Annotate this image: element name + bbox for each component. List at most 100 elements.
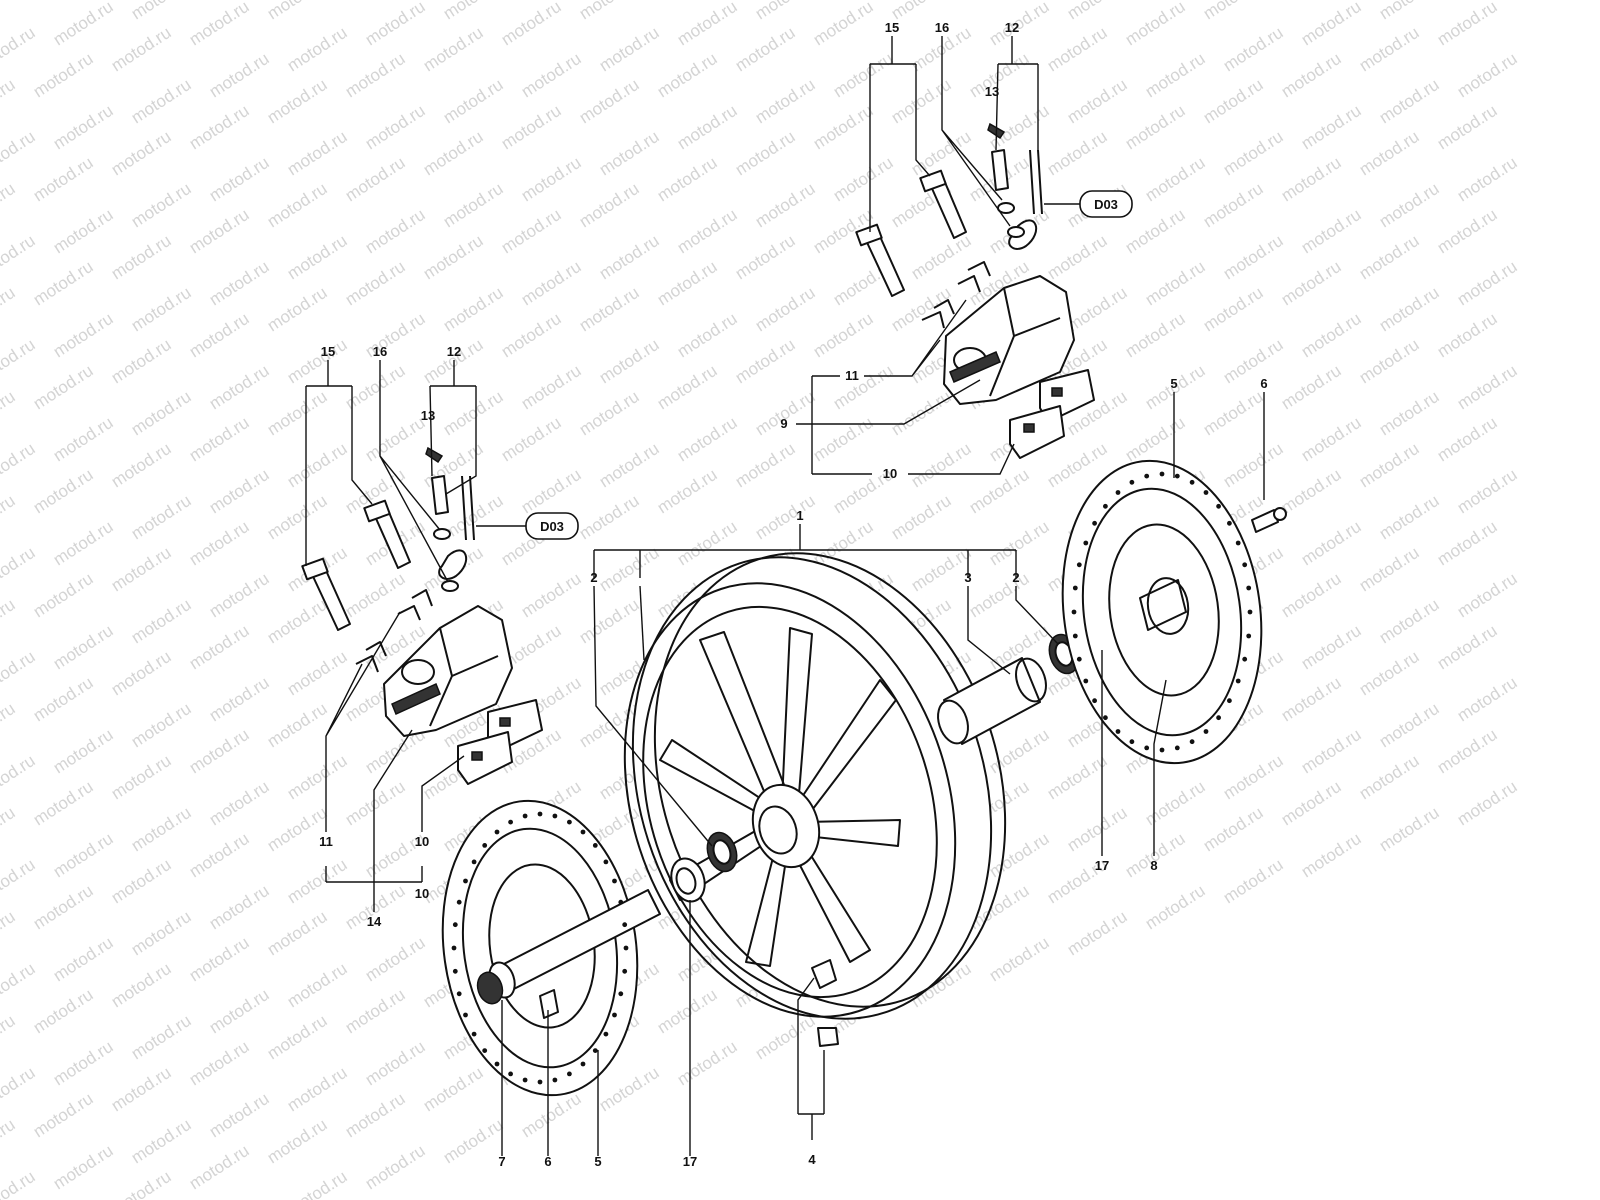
disc-hole [537,811,543,817]
watermark-text: motod.ru [108,127,175,179]
watermark-text: motod.ru [30,985,97,1037]
watermark-text: motod.ru [362,933,429,985]
watermark-text: motod.ru [50,829,117,881]
watermark-text: motod.ru [264,1011,331,1063]
watermark-text: motod.ru [50,725,117,777]
disc-hole [522,1077,528,1083]
watermark-text: motod.ru [0,543,38,595]
watermark-text: motod.ru [966,465,1033,517]
watermark-text: motod.ru [1220,23,1287,75]
disc-hole [580,829,586,835]
disc-hole [622,968,628,974]
watermark-text: motod.ru [1434,309,1501,361]
watermark-text: motod.ru [752,1011,819,1063]
disc-hole [1103,715,1108,721]
watermark-text: motod.ru [264,179,331,231]
watermark-text: motod.ru [342,257,409,309]
watermark-text: motod.ru [830,361,897,413]
disc-hole [456,991,462,997]
watermark-text: motod.ru [1298,621,1365,673]
watermark-text: motod.ru [1142,49,1209,101]
disc-hole [552,813,558,819]
brake-pads-lower [457,699,543,785]
disc-holes-right [1071,471,1253,753]
watermark-text: motod.ru [986,829,1053,881]
watermark-text: motod.ru [342,777,409,829]
disc-hole [1129,479,1135,485]
watermark-text: motod.ru [128,1011,195,1063]
disc-hole [618,899,624,905]
disc-hole [508,1071,513,1077]
watermark-text: motod.ru [1220,439,1287,491]
watermark-text: motod.ru [30,777,97,829]
watermark-text: motod.ru [362,1141,429,1193]
disc-hole [463,878,468,884]
watermark-text: motod.ru [752,491,819,543]
watermark-text: motod.ru [1278,257,1345,309]
watermark-text: motod.ru [1434,101,1501,153]
upper-caliper-assembly [855,122,1095,459]
disc-holes-left [451,811,629,1085]
watermark-text: motod.ru [1376,75,1443,127]
watermark-text: motod.ru [0,1167,38,1200]
watermark-text: motod.ru [50,413,117,465]
disc-hole [494,1061,500,1067]
disc-hole [592,1048,598,1053]
watermark-text: motod.ru [752,283,819,335]
watermark-text: motod.ru [342,49,409,101]
watermark-text: motod.ru [888,75,955,127]
caliper-bolt-lower-1 [301,557,351,631]
watermark-text: motod.ru [30,49,97,101]
disc-hole [451,945,457,951]
disc-hole [1144,745,1150,751]
wheel-bearing-left [706,831,738,873]
watermark-text: motod.ru [128,491,195,543]
watermark-text: motod.ru [1200,0,1267,23]
watermark-text: motod.ru [518,153,585,205]
watermark-text: motod.ru [1298,0,1365,49]
callout-10: 10 [415,834,429,849]
callout-15: 15 [885,20,899,35]
watermark-text: motod.ru [420,335,487,387]
watermark-text: motod.ru [0,751,38,803]
watermark-text: motod.ru [596,23,663,75]
disc-hole [508,819,513,825]
brake-pads-upper [1009,369,1095,459]
callout-12: 12 [447,344,461,359]
watermark-text: motod.ru [0,491,18,543]
watermark-text: motod.ru [498,413,565,465]
disc-hole [482,843,488,848]
watermark-text: motod.ru [1064,907,1131,959]
front-wheel-rim [623,552,1007,1047]
watermark-text: motod.ru [1200,803,1267,855]
watermark-text: motod.ru [264,699,331,751]
watermark-text: motod.ru [362,413,429,465]
watermark-text: motod.ru [108,231,175,283]
disc-hole [1189,739,1195,745]
watermark-text: motod.ru [1298,101,1365,153]
disc-hole [471,1031,477,1037]
watermark-text: motod.ru [0,1063,38,1115]
watermark-text: motod.ru [0,907,18,959]
callout-3: 3 [964,570,971,585]
watermark-text: motod.ru [752,0,819,23]
watermark-text: motod.ru [654,49,721,101]
watermark-text: motod.ru [986,517,1053,569]
watermark-text: motod.ru [576,75,643,127]
watermark-text: motod.ru [0,231,38,283]
disc-hole [1174,745,1180,751]
watermark-text: motod.ru [674,517,741,569]
disc-hole [1203,729,1209,734]
wheel-hub [751,783,821,869]
watermark-text: motod.ru [888,387,955,439]
disc-hole [1144,473,1150,479]
watermark-text: motod.ru [1376,803,1443,855]
watermark-text: motod.ru [30,569,97,621]
watermark-text: motod.ru [1376,387,1443,439]
watermark-text: motod.ru [186,0,253,49]
watermark-text: motod.ru [1356,439,1423,491]
caliper-bolt-lower-2 [363,499,411,569]
watermark-text: motod.ru [206,1089,273,1141]
disc-hole [1159,747,1165,753]
watermark-text: motod.ru [596,1063,663,1115]
